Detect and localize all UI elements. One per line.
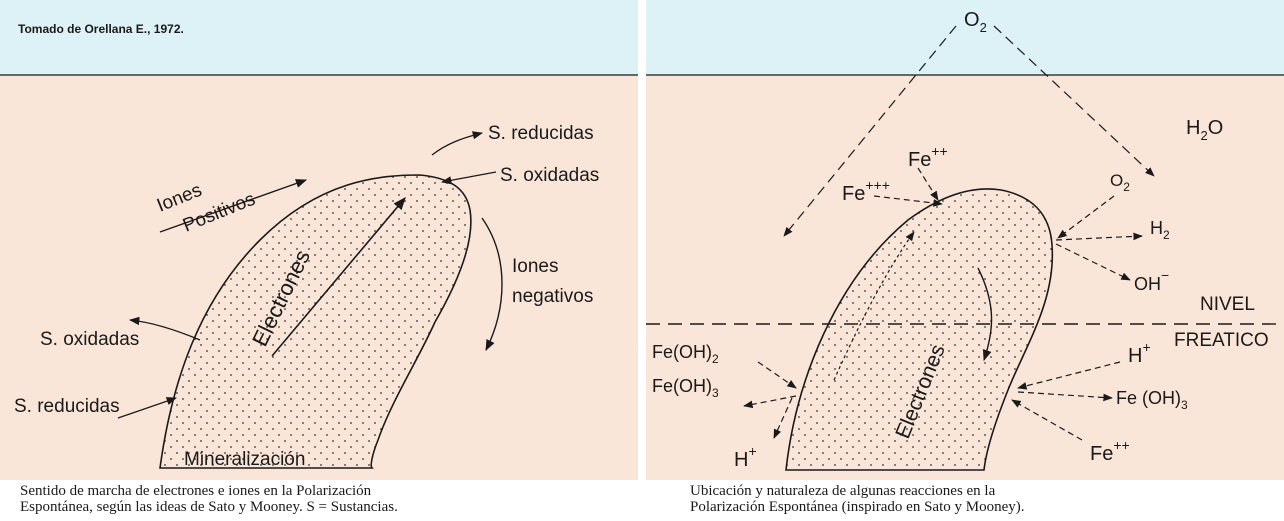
right-caption-line-1: Ubicación y naturaleza de algunas reacci… [690, 484, 995, 499]
label-mineralizacion: Mineralización [184, 449, 305, 470]
left-diagram-panel: Tomado de Orellana E., 1972. S. reducida… [0, 0, 638, 521]
label-freatico: FREATICO [1174, 330, 1269, 351]
label-s-reducidas-top: S. reducidas [488, 123, 594, 144]
sky-band [0, 0, 638, 75]
left-caption-line-1: Sentido de marcha de electrones e iones … [20, 484, 371, 499]
source-note: Tomado de Orellana E., 1972. [18, 22, 184, 36]
left-diagram-canvas: Tomado de Orellana E., 1972. S. reducida… [0, 0, 638, 521]
label-iones-negativos-1: Iones [512, 256, 558, 277]
left-caption-line-2: Espontánea, según las ideas de Sato y Mo… [20, 500, 398, 515]
label-s-reducidas-left: S. reducidas [14, 396, 120, 417]
right-caption-line-2: Polarización Espontánea (inspirado en Sa… [690, 500, 1025, 515]
label-s-oxidadas-left: S. oxidadas [40, 329, 139, 350]
right-diagram-canvas: O2 H2O Fe++ Fe+++ O2 H2 OH− NIVEL FREATI… [646, 0, 1284, 521]
label-s-oxidadas-top: S. oxidadas [500, 165, 599, 186]
right-diagram-panel: O2 H2O Fe++ Fe+++ O2 H2 OH− NIVEL FREATI… [646, 0, 1284, 521]
label-nivel: NIVEL [1200, 294, 1255, 315]
label-iones-negativos-2: negativos [512, 286, 593, 307]
